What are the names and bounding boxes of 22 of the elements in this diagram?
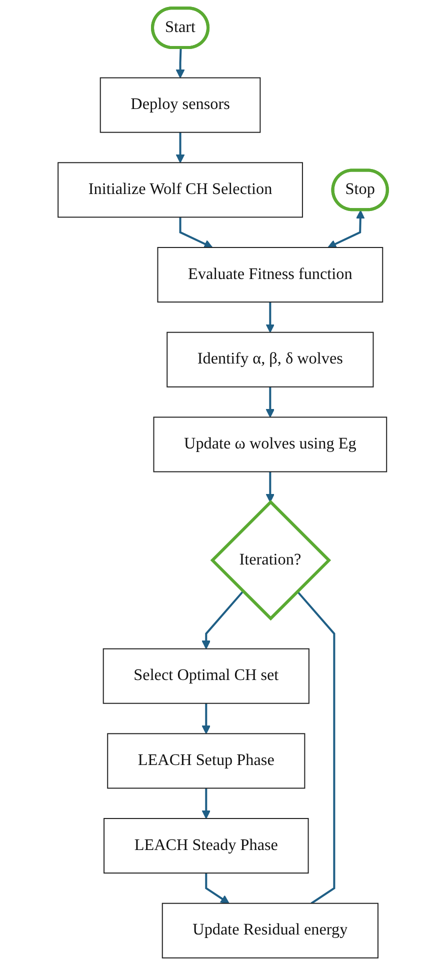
arrow: [201, 788, 210, 819]
arrow: [176, 132, 184, 164]
arrow: [201, 590, 244, 650]
node-box: Initialize Wolf CH Selection: [57, 162, 303, 218]
node-box: Select Optimal CH set: [102, 648, 310, 704]
node-box: Evaluate Fitness function: [157, 247, 383, 303]
node-box: Update ω wolves using Eg: [153, 416, 387, 472]
arrow: [201, 703, 210, 734]
node-box: LEACH Setup Phase: [106, 733, 305, 789]
arrow: [327, 210, 365, 248]
arrow: [266, 472, 274, 502]
arrow: [266, 386, 274, 418]
node-box: LEACH Steady Phase: [103, 818, 309, 874]
node-box: Deploy sensors: [100, 77, 260, 133]
node-box: Update Residual energy: [162, 902, 378, 958]
arrow: [204, 873, 230, 904]
arrow: [179, 217, 213, 248]
arrow: [266, 302, 274, 333]
connector: [296, 590, 335, 904]
arrow: [176, 48, 184, 78]
node-box: Identify α, β, δ wolves: [166, 332, 374, 388]
node-diamond: Iteration?: [210, 500, 331, 621]
